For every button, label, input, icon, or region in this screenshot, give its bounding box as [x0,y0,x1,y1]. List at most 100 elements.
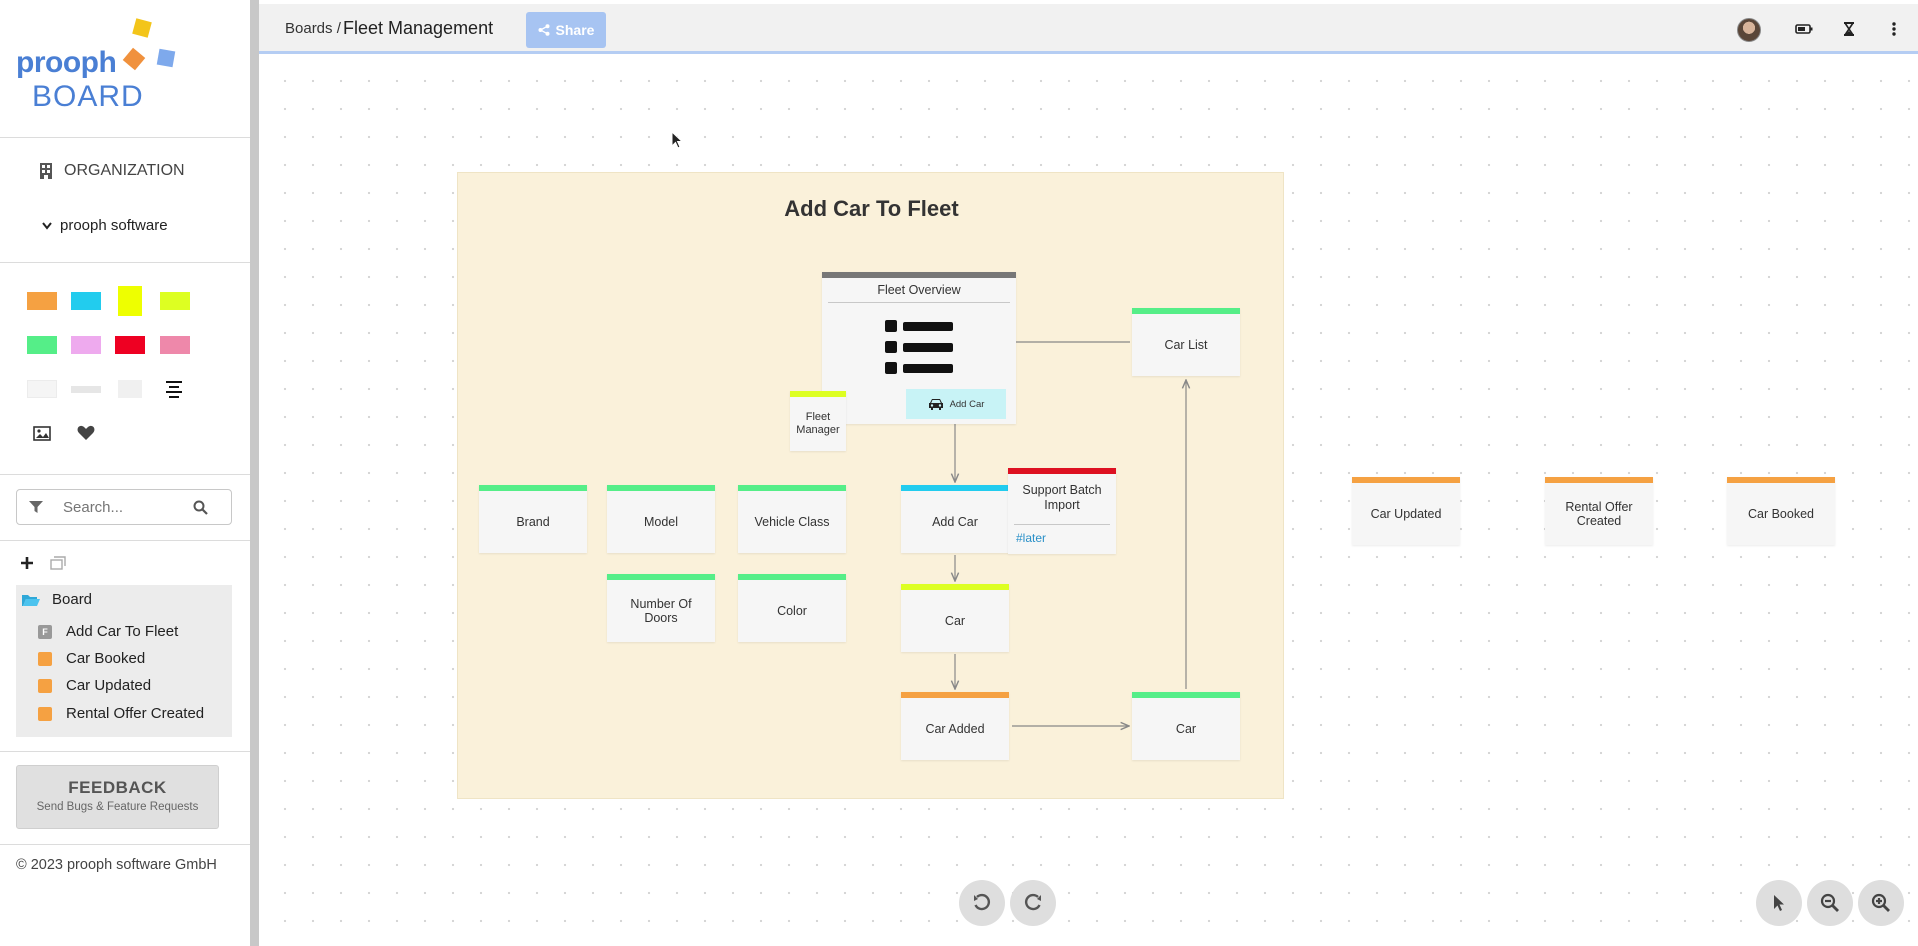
feedback-title: FEEDBACK [68,778,167,797]
readmodel-color[interactable]: Color [738,574,846,642]
policy-support-batch-import[interactable]: Support Batch Import #later [1008,468,1116,554]
more-vertical-icon[interactable] [1883,18,1905,40]
event-car-booked[interactable]: Car Booked [1727,477,1835,545]
frame-tool[interactable] [27,380,57,398]
undo-button[interactable] [959,880,1005,926]
folder-open-icon [22,594,40,606]
share-button[interactable]: Share [526,12,606,48]
add-icon[interactable] [20,556,34,570]
zoom-out-icon [1820,893,1839,912]
command-add-car[interactable]: Add Car [901,485,1009,553]
sticky-green-tool[interactable] [27,336,57,354]
feedback-button[interactable]: FEEDBACK Send Bugs & Feature Requests [16,765,219,829]
card-label: Car Added [925,721,985,736]
tree-item-car-booked[interactable]: Car Booked [38,650,145,667]
hourglass-icon[interactable] [1838,18,1860,40]
search-box[interactable] [16,489,232,525]
ui-card-fleet-overview[interactable]: Fleet Overview Add Car [822,272,1016,424]
share-icon [538,24,550,36]
search-input[interactable] [61,497,181,517]
list-row [885,362,953,374]
card-label: Fleet Manager [796,411,840,436]
redo-button[interactable] [1010,880,1056,926]
zoom-in-icon [1871,893,1890,912]
mouse-cursor-icon [671,130,684,149]
share-label: Share [555,22,595,38]
card-label: Car Booked [1747,506,1814,521]
user-avatar[interactable] [1737,18,1761,42]
building-icon [40,163,52,179]
tree-item-label: Car Updated [66,677,152,694]
sidebar: prooph BOARD ORGANIZATION prooph softwar… [0,0,250,946]
board-tree: Board F Add Car To Fleet Car Booked Car … [16,585,232,737]
board-title: Fleet Management [343,18,494,38]
sticky-red-tool[interactable] [115,336,145,354]
tree-root-label: Board [52,591,93,608]
sticky-pink-tool[interactable] [71,336,101,354]
prooph-board-logo[interactable]: prooph BOARD [16,14,186,118]
chevron-down-icon [42,221,52,230]
board-canvas[interactable]: Add Car To Fleet Fleet Overview Add Car … [259,57,1918,946]
organization-name: prooph software [60,217,168,234]
filter-icon[interactable] [29,500,43,514]
sticky-yellow-square-tool[interactable] [118,286,142,316]
divider [0,262,250,263]
card-label: Number Of Doors [630,596,692,625]
text-tool[interactable] [71,386,101,393]
organization-selector[interactable]: prooph software [42,217,168,234]
card-label: Car List [1164,337,1208,352]
logo-text-board: BOARD [32,80,144,113]
battery-icon[interactable] [1793,18,1815,40]
undo-icon [974,893,991,911]
tree-item-label: Car Booked [66,650,146,667]
divider [0,751,250,752]
divider [0,474,250,475]
sidebar-resize-handle[interactable] [250,0,259,946]
search-icon[interactable] [193,500,208,515]
sticky-lime-tool[interactable] [160,292,190,310]
tree-item-rental-offer-created[interactable]: Rental Offer Created [38,705,204,722]
organization-link[interactable]: ORGANIZATION [40,162,185,180]
card-label: Vehicle Class [754,514,830,529]
tree-item-label: Add Car To Fleet [66,623,179,640]
heart-icon[interactable] [74,421,98,445]
event-car-added[interactable]: Car Added [901,692,1009,760]
sticky-rose-tool[interactable] [160,336,190,354]
policy-tag[interactable]: #later [1016,531,1047,545]
event-rental-offer-created[interactable]: Rental Offer Created [1545,477,1653,545]
logo-text-prooph: prooph [16,46,117,79]
align-center-icon[interactable] [162,377,186,401]
ui-tool[interactable] [118,380,142,398]
ui-add-car-button[interactable]: Add Car [906,389,1006,419]
sticky-orange-tool[interactable] [27,292,57,310]
collapse-all-icon[interactable] [50,556,66,570]
card-label: Rental Offer Created [1565,499,1633,528]
tree-item-car-updated[interactable]: Car Updated [38,677,151,694]
aggregate-car[interactable]: Car [901,584,1009,652]
select-tool-button[interactable] [1756,880,1802,926]
readmodel-model[interactable]: Model [607,485,715,553]
tree-root-board[interactable]: Board [22,591,92,608]
frame-icon: F [38,624,52,639]
readmodel-vehicle-class[interactable]: Vehicle Class [738,485,846,553]
sticky-cyan-tool[interactable] [71,292,101,310]
zoom-out-button[interactable] [1807,880,1853,926]
tree-item-add-car-to-fleet[interactable]: F Add Car To Fleet [38,623,178,640]
divider [0,540,250,541]
card-label: Add Car [932,514,978,529]
readmodel-car[interactable]: Car [1132,692,1240,760]
actor-fleet-manager[interactable]: Fleet Manager [790,391,846,451]
list-row [885,341,953,353]
image-icon[interactable] [30,421,54,445]
breadcrumb-boards[interactable]: Boards / [285,20,341,37]
zoom-in-button[interactable] [1858,880,1904,926]
readmodel-car-list[interactable]: Car List [1132,308,1240,376]
policy-divider [1014,524,1110,525]
event-car-updated[interactable]: Car Updated [1352,477,1460,545]
card-label: Car Updated [1370,506,1442,521]
tree-toolbar [20,556,66,570]
readmodel-brand[interactable]: Brand [479,485,587,553]
readmodel-number-of-doors[interactable]: Number Of Doors [607,574,715,642]
